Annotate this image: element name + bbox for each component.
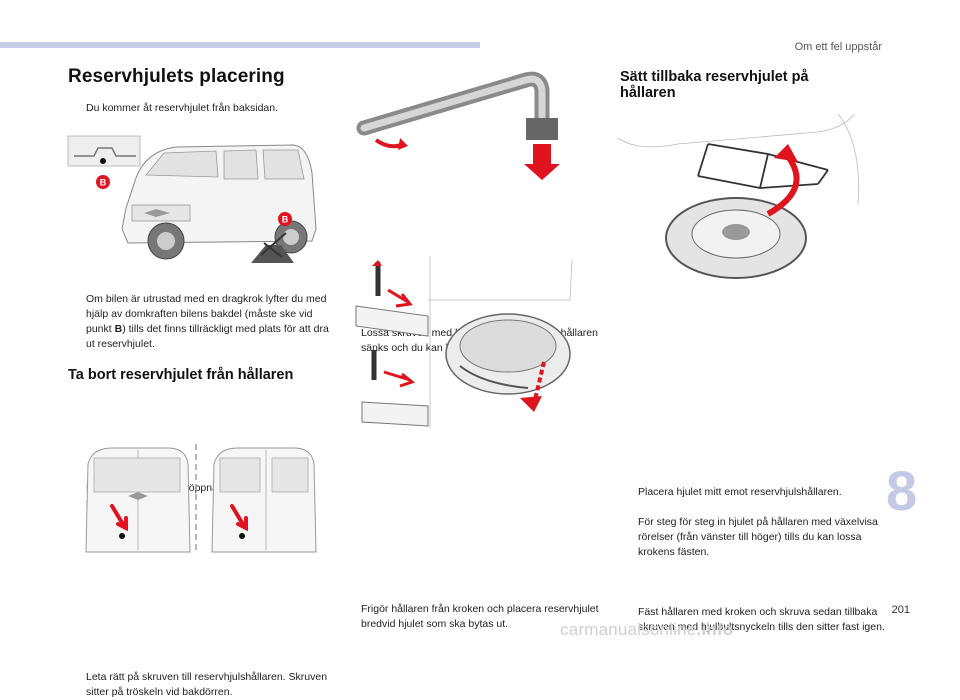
bullet-insert-wheel: För steg för steg in hjulet på hållaren … (620, 515, 900, 560)
bullet-text: För steg för steg in hjulet på hållaren … (638, 516, 878, 558)
bullet-text: Leta rätt på skruven till reservhjulshål… (86, 671, 328, 698)
chapter-title: Om ett fel uppstår (794, 41, 882, 53)
point-marker-car (278, 212, 292, 226)
page-number: 201 (891, 604, 910, 616)
point-label-inset: B (100, 178, 107, 188)
bullet-jack-instruction: Om bilen är utrustad med en dragkrok lyf… (68, 292, 336, 352)
car-jack-illustration: B B (67, 135, 317, 263)
watermark-main: carmanualsonline (560, 620, 697, 639)
bullet-text: Fäst hållaren med kroken och skruva seda… (638, 606, 885, 633)
watermark: carmanualsonline.info (560, 620, 733, 640)
bullet-access-from-rear: Du kommer åt reservhjulet från baksidan. (68, 101, 346, 116)
bullet-release-holder: Frigör hållaren från kroken och placera … (343, 602, 619, 632)
wrench-illustration (356, 71, 560, 180)
bullet-place-wheel: Placera hjulet mitt emot reservhjulshåll… (620, 485, 900, 500)
bullet-locate-screw: Leta rätt på skruven till reservhjulshål… (68, 670, 348, 700)
section-title-refit: Sätt tillbaka reservhjulet på hållaren (620, 69, 809, 101)
bullet-text-part2: ) tills det finns tillräckligt med plats… (86, 323, 329, 350)
bullet-text: Du kommer åt reservhjulet från baksidan. (86, 102, 278, 114)
bullet-text-bold: B (114, 323, 123, 335)
page-title: Reservhjulets placering (68, 66, 285, 87)
section-title-remove: Ta bort reservhjulet från hållaren (68, 367, 294, 383)
bullet-text: Placera hjulet mitt emot reservhjulshåll… (638, 486, 842, 498)
watermark-tld: .info (696, 620, 734, 639)
point-label-car: B (282, 215, 289, 225)
spare-wheel-refit-illustration (617, 113, 859, 279)
rear-doors-illustration (85, 444, 317, 554)
hook-release-illustration (355, 256, 573, 428)
bullet-text-part1: Om bilen är utrustad med en dragkrok lyf… (86, 293, 327, 335)
header-accent-bar (0, 42, 480, 48)
chapter-number: 8 (886, 459, 918, 522)
point-marker-inset (96, 175, 110, 189)
bullet-fasten-holder: Fäst hållaren med kroken och skruva seda… (620, 605, 900, 635)
bullet-text: Frigör hållaren från kroken och placera … (361, 603, 599, 630)
